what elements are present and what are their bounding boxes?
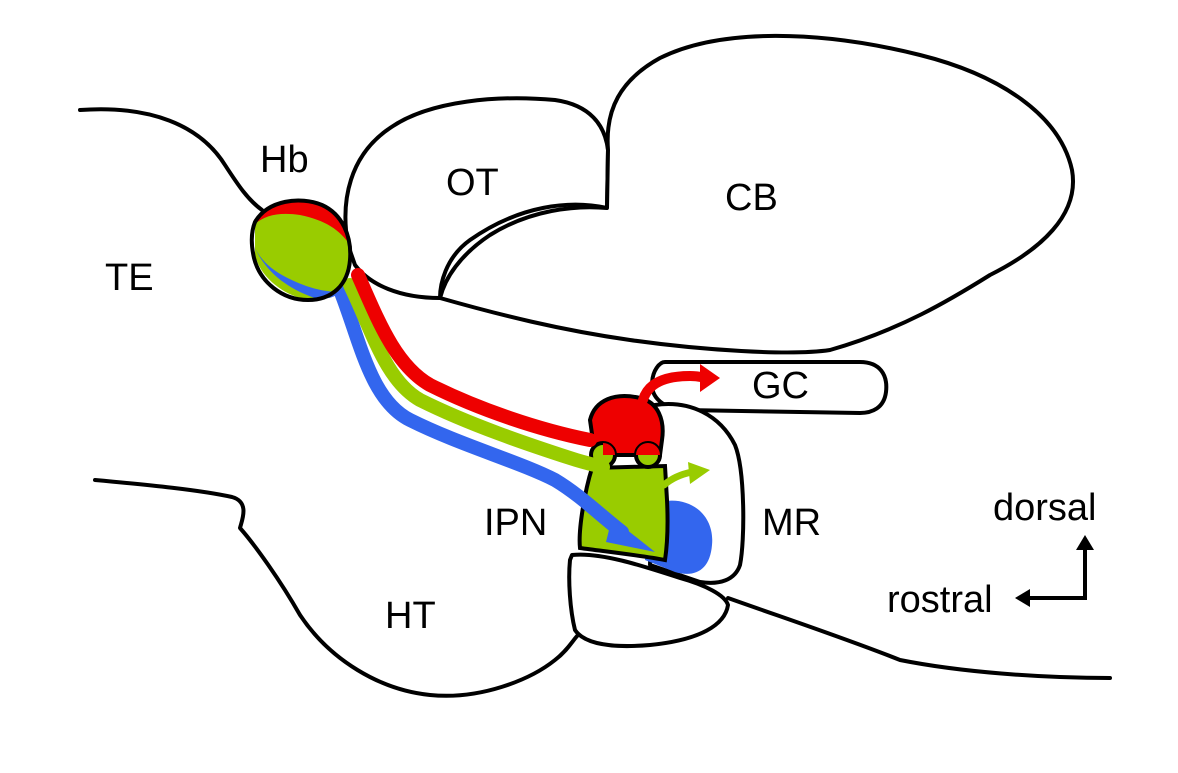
orientation-axes: [1028, 548, 1087, 600]
cb-region: [438, 33, 1076, 355]
ventral-outline-right: [726, 596, 1112, 680]
hb-nucleus: [249, 198, 353, 303]
te-label: TE: [105, 257, 154, 299]
blue-arrowhead: [606, 518, 655, 552]
ht-label: HT: [385, 595, 436, 637]
green-arrowhead: [688, 462, 710, 484]
rostral-label: rostral: [887, 579, 993, 621]
red-tract: [351, 268, 597, 447]
ipn-green-region: [577, 463, 670, 563]
blue-tract: [333, 283, 629, 539]
gc-label: GC: [752, 365, 809, 407]
ipn-label: IPN: [484, 502, 547, 544]
lower-lobe-region: [567, 552, 730, 649]
mr-label: MR: [762, 502, 821, 544]
dorsal-arrow-icon: [1076, 535, 1094, 550]
cb-label: CB: [725, 177, 778, 219]
ventral-outline: [93, 478, 580, 698]
dorsal-label: dorsal: [993, 487, 1097, 529]
hb-label: Hb: [260, 139, 309, 181]
ipn-circle-left-red: [603, 443, 615, 455]
ipn-circle-right-red: [636, 443, 660, 455]
red-arrowhead: [700, 364, 720, 392]
green-tract: [343, 278, 610, 474]
ot-label: OT: [446, 162, 499, 204]
rostral-arrow-icon: [1015, 589, 1030, 607]
dorsal-outline: [78, 107, 264, 212]
